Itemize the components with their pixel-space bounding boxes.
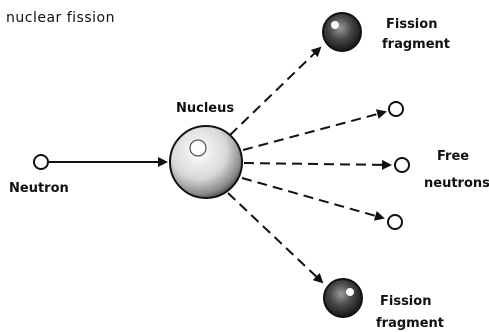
arrow-to-free-neutron-1 bbox=[243, 112, 385, 150]
free-neutron-3 bbox=[388, 215, 402, 229]
nucleus-highlight bbox=[190, 140, 206, 156]
free-neutrons-label-line1: Free bbox=[437, 149, 469, 164]
diagram-title: nuclear fission bbox=[6, 10, 115, 26]
fission-fragment-bottom-label-line1: Fission bbox=[380, 294, 431, 309]
fission-fragment-top-label-line2: fragment bbox=[382, 37, 450, 52]
fission-fragment-top-highlight bbox=[331, 21, 339, 29]
fission-fragment-bottom-label-line2: fragment bbox=[376, 316, 444, 331]
fission-fragment-bottom-highlight bbox=[346, 288, 354, 296]
nucleus bbox=[170, 126, 242, 198]
free-neutron-2 bbox=[395, 158, 409, 172]
nucleus-label: Nucleus bbox=[176, 101, 234, 116]
fission-fragment-bottom bbox=[324, 279, 362, 317]
neutron-label: Neutron bbox=[9, 181, 69, 196]
fission-fragment-top bbox=[323, 13, 361, 51]
free-neutrons-label-line2: neutrons bbox=[424, 176, 489, 191]
arrow-to-free-neutron-3 bbox=[242, 178, 383, 218]
fission-fragment-top-label-line1: Fission bbox=[386, 17, 437, 32]
arrow-to-free-neutron-2 bbox=[244, 163, 390, 165]
incoming-neutron bbox=[34, 155, 48, 169]
arrow-to-fragment-top bbox=[230, 48, 320, 135]
arrow-to-fragment-bottom bbox=[228, 193, 322, 282]
free-neutron-1 bbox=[389, 102, 403, 116]
